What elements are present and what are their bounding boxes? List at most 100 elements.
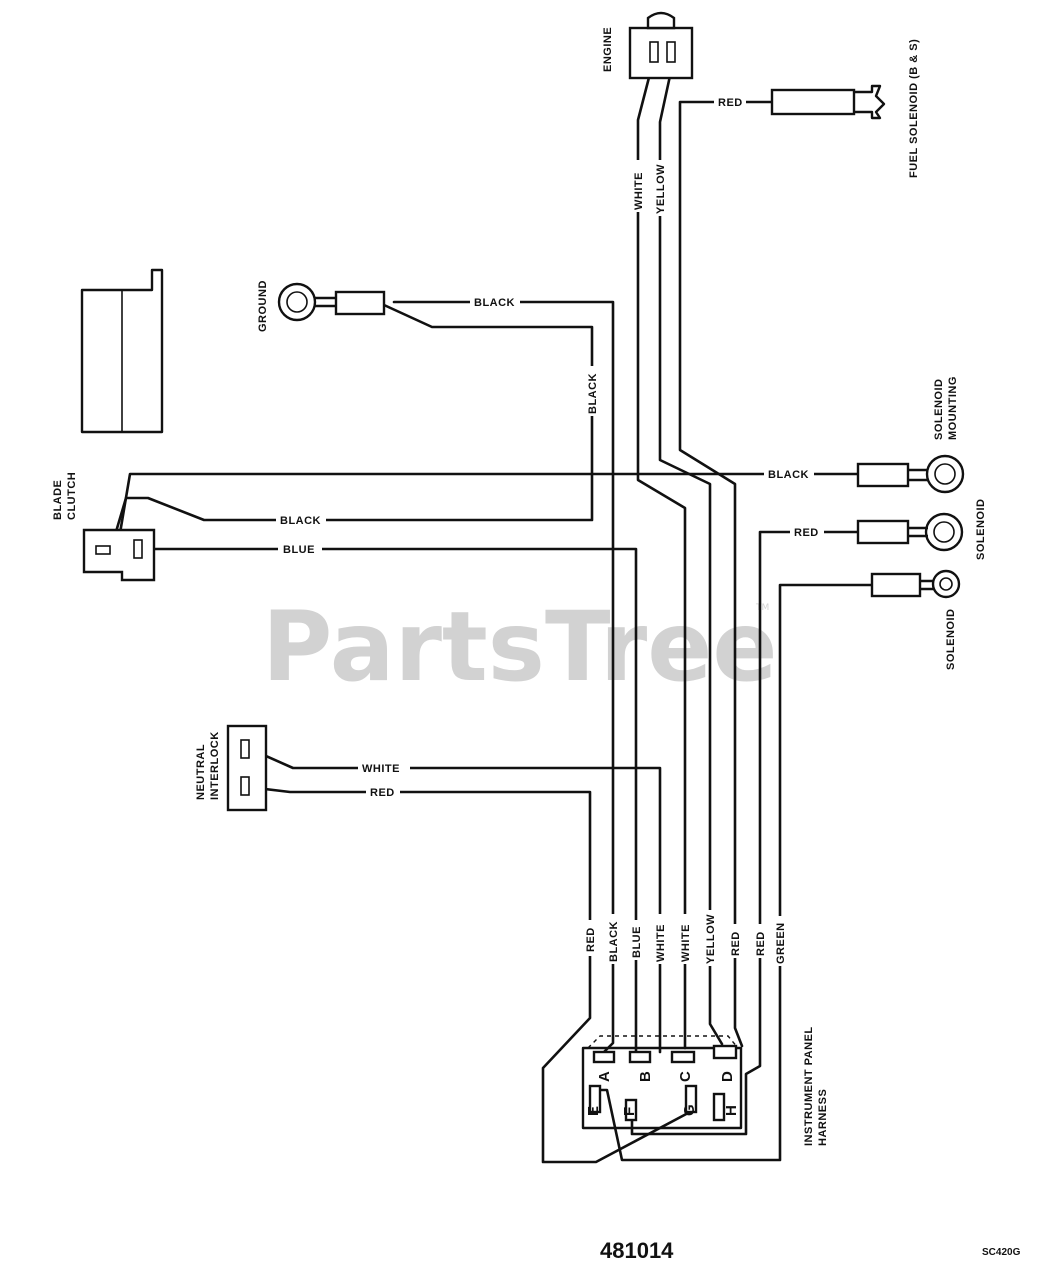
solenoid-mounting-ring-outer (925, 454, 965, 494)
engine-terminal (649, 41, 659, 63)
wire-interlock-red (246, 785, 692, 1164)
instrument-panel-connector: A B C D E F G H INSTRUMENT PANEL HARNESS (581, 1026, 829, 1146)
wire-label-red: RED (794, 527, 819, 539)
wire-label-black: BLACK (587, 373, 599, 414)
solenoid-1-crimp (908, 526, 928, 538)
blade-clutch: BLADE CLUTCH (52, 268, 164, 520)
solenoid-2-insulator (870, 572, 922, 598)
wire-solenoid-red (630, 530, 860, 1136)
solenoid-mounting-label-line1: SOLENOID (933, 379, 945, 440)
pin-c-label: C (677, 1071, 694, 1082)
solenoid-1-label: SOLENOID (975, 499, 987, 560)
harness-label-white: WHITE (655, 924, 667, 962)
blade-clutch-body (80, 268, 164, 434)
ground-terminal: GROUND (257, 280, 386, 332)
neutral-interlock-terminal (240, 739, 250, 759)
part-number: 481014 (600, 1238, 674, 1263)
pin-h-label: H (723, 1105, 740, 1116)
neutral-interlock-label-line2: INTERLOCK (209, 731, 221, 800)
engine-connector: ENGINE (602, 11, 694, 80)
instrument-panel-label-line1: INSTRUMENT PANEL (803, 1026, 815, 1146)
pin-g-terminal (684, 1084, 698, 1114)
wire-label-white: WHITE (633, 172, 645, 210)
pin-g-label: G (681, 1104, 698, 1116)
blade-clutch-label-line1: BLADE (52, 480, 64, 520)
ground-insulator (334, 290, 386, 316)
blade-clutch-terminal (95, 545, 111, 555)
ground-ring-inner (286, 291, 308, 313)
harness-label-blue: BLUE (631, 926, 643, 958)
neutral-interlock-label-line1: NEUTRAL (195, 744, 207, 800)
pin-a-label: A (596, 1071, 613, 1082)
wire-label-red: RED (370, 787, 395, 799)
pin-f-terminal (624, 1098, 638, 1122)
ground-crimp (314, 296, 336, 308)
fuel-solenoid-label: FUEL SOLENOID (B & S) (908, 39, 920, 178)
wire-label-black: BLACK (474, 297, 515, 309)
wire-interlock-white (246, 746, 662, 1054)
pin-e-label: E (585, 1106, 602, 1116)
pin-d-label: D (719, 1071, 736, 1082)
wire-ground-black (108, 303, 594, 554)
wire-label-red: RED (718, 97, 743, 109)
engine-label: ENGINE (602, 27, 614, 72)
engine-connector-body (628, 26, 694, 80)
watermark-trademark: TM (755, 603, 769, 613)
pin-h-terminal (712, 1092, 726, 1122)
solenoid-1-ring-outer (924, 512, 964, 552)
watermark-brand: PartsTree (262, 591, 777, 703)
pin-b-terminal (628, 1050, 652, 1064)
solenoid-terminal-2: SOLENOID (870, 569, 961, 670)
solenoid-2-crimp (920, 579, 934, 591)
pin-f-label: F (621, 1107, 638, 1116)
solenoid-2-ring-outer (931, 569, 961, 599)
wire-labels: RED BLACK BLACK BLACK BLUE RED WHITE RED… (276, 95, 824, 966)
harness-label-red: RED (730, 931, 742, 956)
harness-label-red: RED (585, 927, 597, 952)
blade-clutch-connector (82, 528, 156, 582)
fuel-solenoid-connector: FUEL SOLENOID (B & S) (770, 39, 920, 178)
wire-solenoid-green (592, 583, 874, 1162)
drawing-code: SC420G (982, 1247, 1021, 1258)
solenoid-terminal-1: SOLENOID (856, 499, 987, 560)
wire-label-blue: BLUE (283, 544, 315, 556)
pin-b-label: B (637, 1071, 654, 1082)
pin-d-terminal (712, 1044, 738, 1060)
engine-connector-tab (646, 11, 676, 30)
harness-connector-outline (587, 1035, 739, 1049)
ground-label: GROUND (257, 280, 269, 332)
solenoid-mounting-terminal: SOLENOID MOUNTING (856, 376, 965, 494)
harness-label-white: WHITE (680, 924, 692, 962)
solenoid-mounting-insulator (856, 462, 910, 488)
watermark: PartsTree TM (262, 591, 777, 703)
engine-terminal (666, 41, 676, 63)
neutral-interlock-body (226, 724, 268, 812)
fuel-solenoid-body (770, 88, 856, 116)
pin-a-terminal (592, 1050, 616, 1064)
wire-fuel-red (678, 100, 774, 1048)
wire-label-yellow: YELLOW (655, 164, 667, 214)
solenoid-mounting-crimp (908, 468, 928, 482)
harness-label-yellow: YELLOW (705, 914, 717, 964)
harness-label-red: RED (755, 931, 767, 956)
wire-mounting-black (116, 472, 860, 547)
wire-label-black: BLACK (768, 469, 809, 481)
blade-clutch-terminal (133, 539, 143, 559)
blade-clutch-label-line2: CLUTCH (66, 472, 78, 520)
wire-label-white: WHITE (362, 763, 400, 775)
neutral-interlock-terminal (240, 776, 250, 796)
solenoid-mounting-label-line2: MOUNTING (947, 376, 959, 440)
harness-label-green: GREEN (775, 922, 787, 964)
neutral-interlock-switch: NEUTRAL INTERLOCK (195, 724, 268, 812)
harness-connector-body (581, 1046, 743, 1130)
solenoid-1-insulator (856, 519, 910, 545)
harness-label-black: BLACK (608, 921, 620, 962)
ground-ring-outer (277, 282, 317, 322)
blade-clutch-connector-body (82, 528, 156, 582)
pin-e-terminal (588, 1084, 602, 1114)
wire-label-black: BLACK (280, 515, 321, 527)
solenoid-2-ring-inner (939, 577, 953, 591)
solenoid-1-ring-inner (933, 521, 955, 543)
solenoid-2-label: SOLENOID (945, 609, 957, 670)
